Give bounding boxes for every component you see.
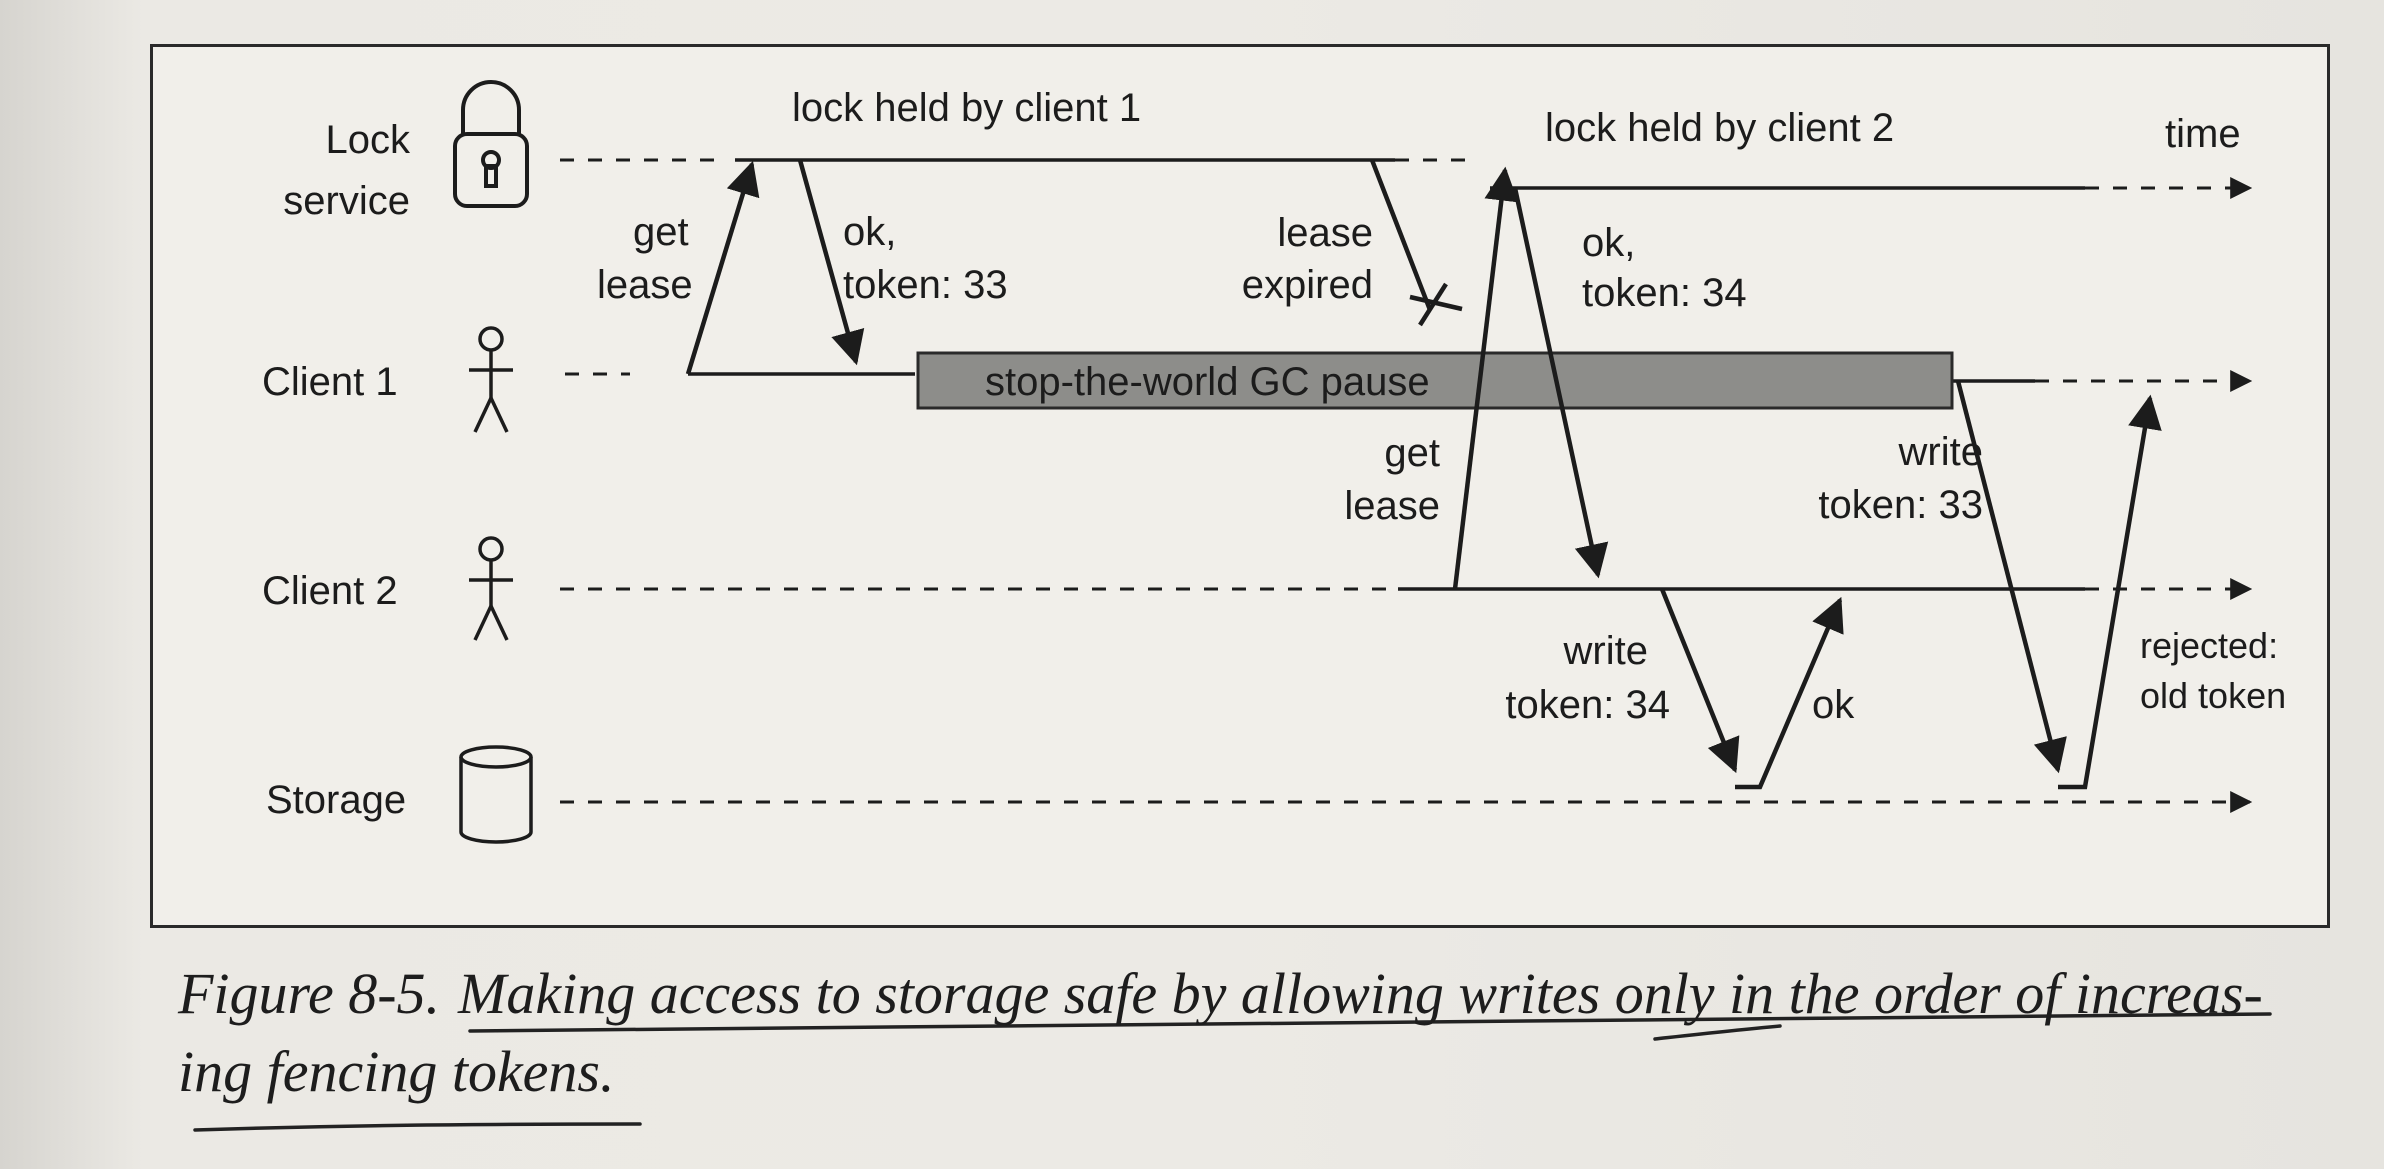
- caption-text-line2: ing fencing tokens.: [178, 1039, 615, 1104]
- client1-label: Client 1: [262, 360, 398, 404]
- lease-expired-label-line1: lease: [1277, 211, 1373, 255]
- gc-pause-label: stop-the-world GC pause: [985, 360, 1430, 404]
- ok-token-33-arrow: [797, 159, 865, 366]
- storage-ok-label: ok: [1812, 683, 1855, 727]
- lock-held-client1-label: lock held by client 1: [792, 86, 1141, 130]
- figure-caption: Figure 8-5. Making access to storage safe…: [178, 955, 2328, 1111]
- write-token-34-label-line1: write: [1563, 629, 1648, 673]
- handwritten-underline-marks: [193, 1012, 2272, 1132]
- storage-cylinder-icon: [459, 745, 533, 844]
- get-lease-2-label-line2: lease: [1344, 484, 1440, 528]
- lock-held-client2-label: lock held by client 2: [1545, 106, 1894, 150]
- rejected-label-line1: rejected:: [2140, 625, 2278, 666]
- write-token-33-label-line1: write: [1898, 430, 1983, 474]
- rejected-label-line2: old token: [2140, 675, 2286, 716]
- get-lease-2-label-line1: get: [1384, 431, 1440, 475]
- write-token-34-label-line2: token: 34: [1505, 683, 1670, 727]
- get-lease-2-arrow: [1452, 166, 1519, 590]
- client2-person-icon: [469, 536, 513, 641]
- get-lease-1-label-line2: lease: [597, 263, 693, 307]
- figure-number: Figure 8-5.: [178, 961, 441, 1026]
- gc-pause-bar: [916, 351, 1954, 410]
- rejected-arrow: [2058, 394, 2162, 790]
- lock-icon: [453, 80, 529, 208]
- lock-service-label-line2: service: [283, 179, 410, 223]
- storage-ok-arrow: [1735, 596, 1844, 790]
- lock-service-label-line1: Lock: [326, 118, 411, 162]
- ok-token-34-arrow: [1512, 187, 1609, 579]
- ok-token-34-label-line2: token: 34: [1582, 271, 1747, 315]
- lease-expired-line: [1369, 159, 1433, 311]
- lock-service-timeline: [560, 158, 2253, 199]
- caption-text-line1: Making access to storage safe by allowin…: [458, 961, 2263, 1026]
- ok-token-34-label-line1: ok,: [1582, 221, 1635, 265]
- time-label: time: [2165, 112, 2241, 156]
- client2-label: Client 2: [262, 569, 398, 613]
- client1-timeline: [565, 370, 2253, 392]
- get-lease-1-label-line1: get: [633, 210, 689, 254]
- ok-token-33-label-line1: ok,: [843, 210, 896, 254]
- ok-token-33-label-line2: token: 33: [843, 263, 1008, 307]
- get-lease-1-arrow: [685, 160, 760, 375]
- storage-label: Storage: [266, 778, 406, 822]
- lease-expired-label-line2: expired: [1242, 263, 1373, 307]
- caption-line1: Figure 8-5. Making access to storage safe…: [178, 955, 2328, 1033]
- client1-person-icon: [469, 326, 513, 433]
- lease-expired-cross-icon: [1409, 282, 1463, 327]
- write-token-34-arrow: [1659, 588, 1740, 774]
- write-token-33-label-line2: token: 33: [1818, 483, 1983, 527]
- write-token-33-arrow: [1955, 380, 2067, 774]
